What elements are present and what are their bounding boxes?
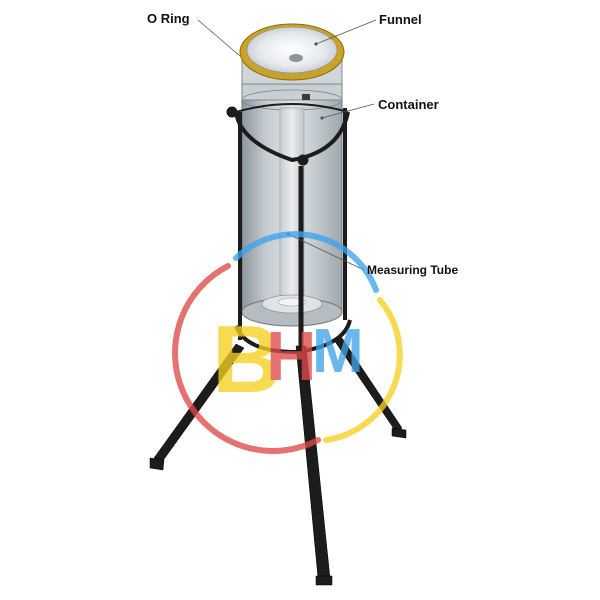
foot-front xyxy=(315,575,333,586)
label-measuring-tube: Measuring Tube xyxy=(367,263,459,277)
funnel-assembly xyxy=(239,23,345,100)
watermark-letter-m: M xyxy=(312,317,364,386)
funnel-outlet xyxy=(289,54,303,62)
watermark-letter-h: H xyxy=(266,317,317,395)
tripod-legs xyxy=(149,337,407,586)
label-o-ring: O Ring xyxy=(147,11,190,26)
leader-measuring-tube xyxy=(287,233,365,271)
foot-right xyxy=(391,427,407,439)
label-container: Container xyxy=(378,97,439,112)
leader-funnel xyxy=(315,19,377,45)
lower-clamp-ring xyxy=(234,319,352,355)
watermark-arc-blue xyxy=(233,231,379,293)
leader-container xyxy=(321,103,375,119)
leader-o-ring xyxy=(197,19,241,57)
leader-lines xyxy=(197,19,377,271)
label-funnel: Funnel xyxy=(379,12,422,27)
watermark-arc-yellow xyxy=(323,297,403,443)
watermark-arc-red xyxy=(172,263,321,454)
upper-clamp-ring xyxy=(234,111,350,163)
watermark-letter-b: B xyxy=(212,306,281,413)
clamp-knob-front xyxy=(297,154,309,166)
bhm-watermark-logo: B H M xyxy=(172,231,403,454)
foot-left xyxy=(149,457,165,471)
clamp-knob-left xyxy=(226,106,238,118)
upper-clamp-ring-back xyxy=(235,103,349,113)
support-frame xyxy=(226,103,352,355)
